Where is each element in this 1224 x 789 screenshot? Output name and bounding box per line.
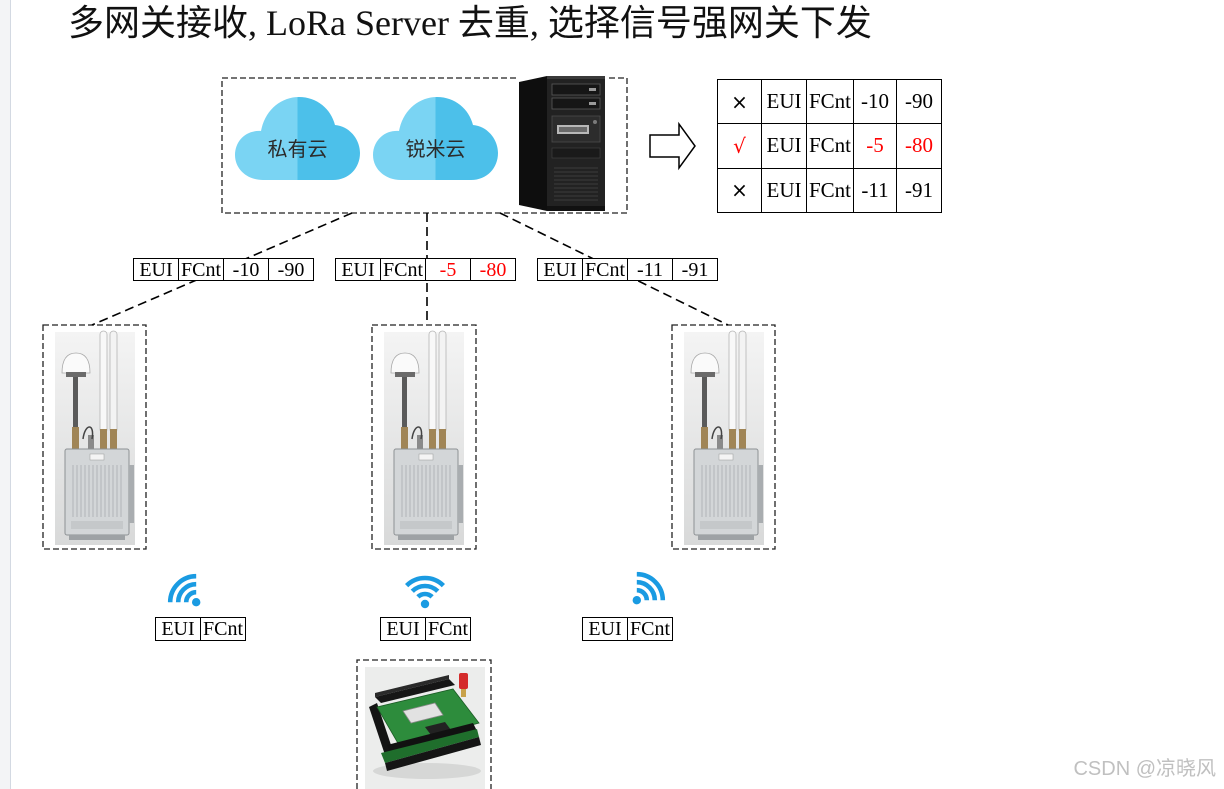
device-packet-label: EUI FCnt bbox=[155, 617, 246, 641]
packet-cell: EUI bbox=[155, 617, 201, 641]
drive-button bbox=[589, 102, 596, 105]
right-arrow-icon bbox=[649, 121, 696, 171]
front-slot-inner bbox=[559, 127, 587, 132]
packet-row: EUI FCnt bbox=[380, 617, 471, 641]
packet-cell: FCnt bbox=[425, 617, 471, 641]
gateway-frame bbox=[671, 324, 776, 550]
result-cell: -90 bbox=[896, 78, 942, 125]
uplink-row: EUI FCnt -10 -90 bbox=[133, 258, 314, 281]
gateway-frame bbox=[42, 324, 147, 550]
result-cell: -11 bbox=[853, 167, 897, 214]
result-cell: FCnt bbox=[806, 123, 854, 169]
gateway-uplink-label: EUI FCnt -5 -80 bbox=[335, 258, 516, 281]
device-packet-label: EUI FCnt bbox=[380, 617, 471, 641]
result-cell: EUI bbox=[761, 123, 807, 169]
result-cell: -10 bbox=[853, 78, 897, 125]
watermark: CSDN @凉晓风 bbox=[1073, 758, 1216, 780]
gateway-uplink-label: EUI FCnt -10 -90 bbox=[133, 258, 314, 281]
antenna-base bbox=[461, 689, 466, 697]
result-cell: -5 bbox=[853, 123, 897, 169]
result-mark: √ bbox=[717, 123, 762, 169]
wifi-signal-icon bbox=[165, 571, 212, 618]
packet-row: EUI FCnt bbox=[582, 617, 673, 641]
server-area-frame bbox=[221, 77, 628, 214]
wifi-signal-icon bbox=[407, 578, 444, 608]
lora-gateway-icon bbox=[383, 330, 465, 546]
server-base bbox=[547, 206, 605, 211]
wifi-signal-icon bbox=[621, 569, 668, 616]
chip bbox=[425, 722, 451, 735]
uplink-cell: -90 bbox=[268, 258, 314, 281]
uplink-row: EUI FCnt -5 -80 bbox=[335, 258, 516, 281]
uplink-cell: -80 bbox=[470, 258, 516, 281]
result-cell: -80 bbox=[896, 123, 942, 169]
result-row: √ EUI FCnt -5 -80 bbox=[717, 123, 942, 169]
uplink-cell: EUI bbox=[133, 258, 179, 281]
result-row: × EUI FCnt -11 -91 bbox=[717, 167, 942, 214]
result-mark: × bbox=[717, 167, 762, 214]
packet-cell: FCnt bbox=[627, 617, 673, 641]
uplink-cell: FCnt bbox=[380, 258, 426, 281]
result-cell: EUI bbox=[761, 78, 807, 125]
server-top-edge bbox=[547, 76, 605, 79]
device-packet-label: EUI FCnt bbox=[582, 617, 673, 641]
uplink-cell: -11 bbox=[627, 258, 673, 281]
result-cell: EUI bbox=[761, 167, 807, 214]
server-front-panel bbox=[547, 76, 605, 211]
lora-node-board-icon bbox=[365, 667, 485, 789]
antenna-connector bbox=[459, 673, 468, 689]
page-title: 多网关接收, LoRa Server 去重, 选择信号强网关下发 bbox=[68, 3, 872, 43]
back-header bbox=[375, 679, 455, 703]
gateway-uplink-label: EUI FCnt -11 -91 bbox=[537, 258, 718, 281]
uplink-cell: FCnt bbox=[582, 258, 628, 281]
radio-module bbox=[402, 702, 444, 724]
uplink-cell: EUI bbox=[335, 258, 381, 281]
drive-bay bbox=[551, 83, 601, 96]
uplink-row: EUI FCnt -11 -91 bbox=[537, 258, 718, 281]
back-header-top bbox=[375, 675, 449, 697]
result-mark: × bbox=[717, 78, 762, 125]
uplink-cell: FCnt bbox=[178, 258, 224, 281]
result-cell: FCnt bbox=[806, 78, 854, 125]
server-tower-icon bbox=[517, 76, 607, 211]
result-cell: -91 bbox=[896, 167, 942, 214]
uplink-cell: EUI bbox=[537, 258, 583, 281]
base-board-edge bbox=[381, 729, 479, 763]
side-header bbox=[369, 703, 393, 755]
lora-gateway-icon bbox=[683, 330, 765, 546]
uplink-cell: -10 bbox=[223, 258, 269, 281]
slide-edge bbox=[0, 0, 11, 789]
result-cell: FCnt bbox=[806, 167, 854, 214]
result-table: × EUI FCnt -10 -90 √ EUI FCnt -5 -80 × E… bbox=[717, 78, 942, 214]
result-row: × EUI FCnt -10 -90 bbox=[717, 78, 942, 125]
drive-button bbox=[589, 88, 596, 91]
front-strip bbox=[551, 147, 601, 159]
power-button bbox=[593, 120, 597, 124]
packet-cell: FCnt bbox=[200, 617, 246, 641]
front-vent bbox=[554, 167, 598, 201]
base-header bbox=[385, 737, 481, 771]
server-side-panel bbox=[519, 76, 547, 211]
uplink-cell: -91 bbox=[672, 258, 718, 281]
cloud-label: 私有云 bbox=[267, 139, 328, 161]
lora-gateway-icon bbox=[54, 330, 136, 546]
end-device-frame bbox=[356, 659, 492, 789]
packet-cell: EUI bbox=[380, 617, 426, 641]
packet-cell: EUI bbox=[582, 617, 628, 641]
gateway-frame bbox=[371, 324, 477, 550]
drive-bay bbox=[551, 97, 601, 110]
packet-row: EUI FCnt bbox=[155, 617, 246, 641]
uplink-cell: -5 bbox=[425, 258, 471, 281]
cloud-label: 锐米云 bbox=[405, 139, 466, 161]
